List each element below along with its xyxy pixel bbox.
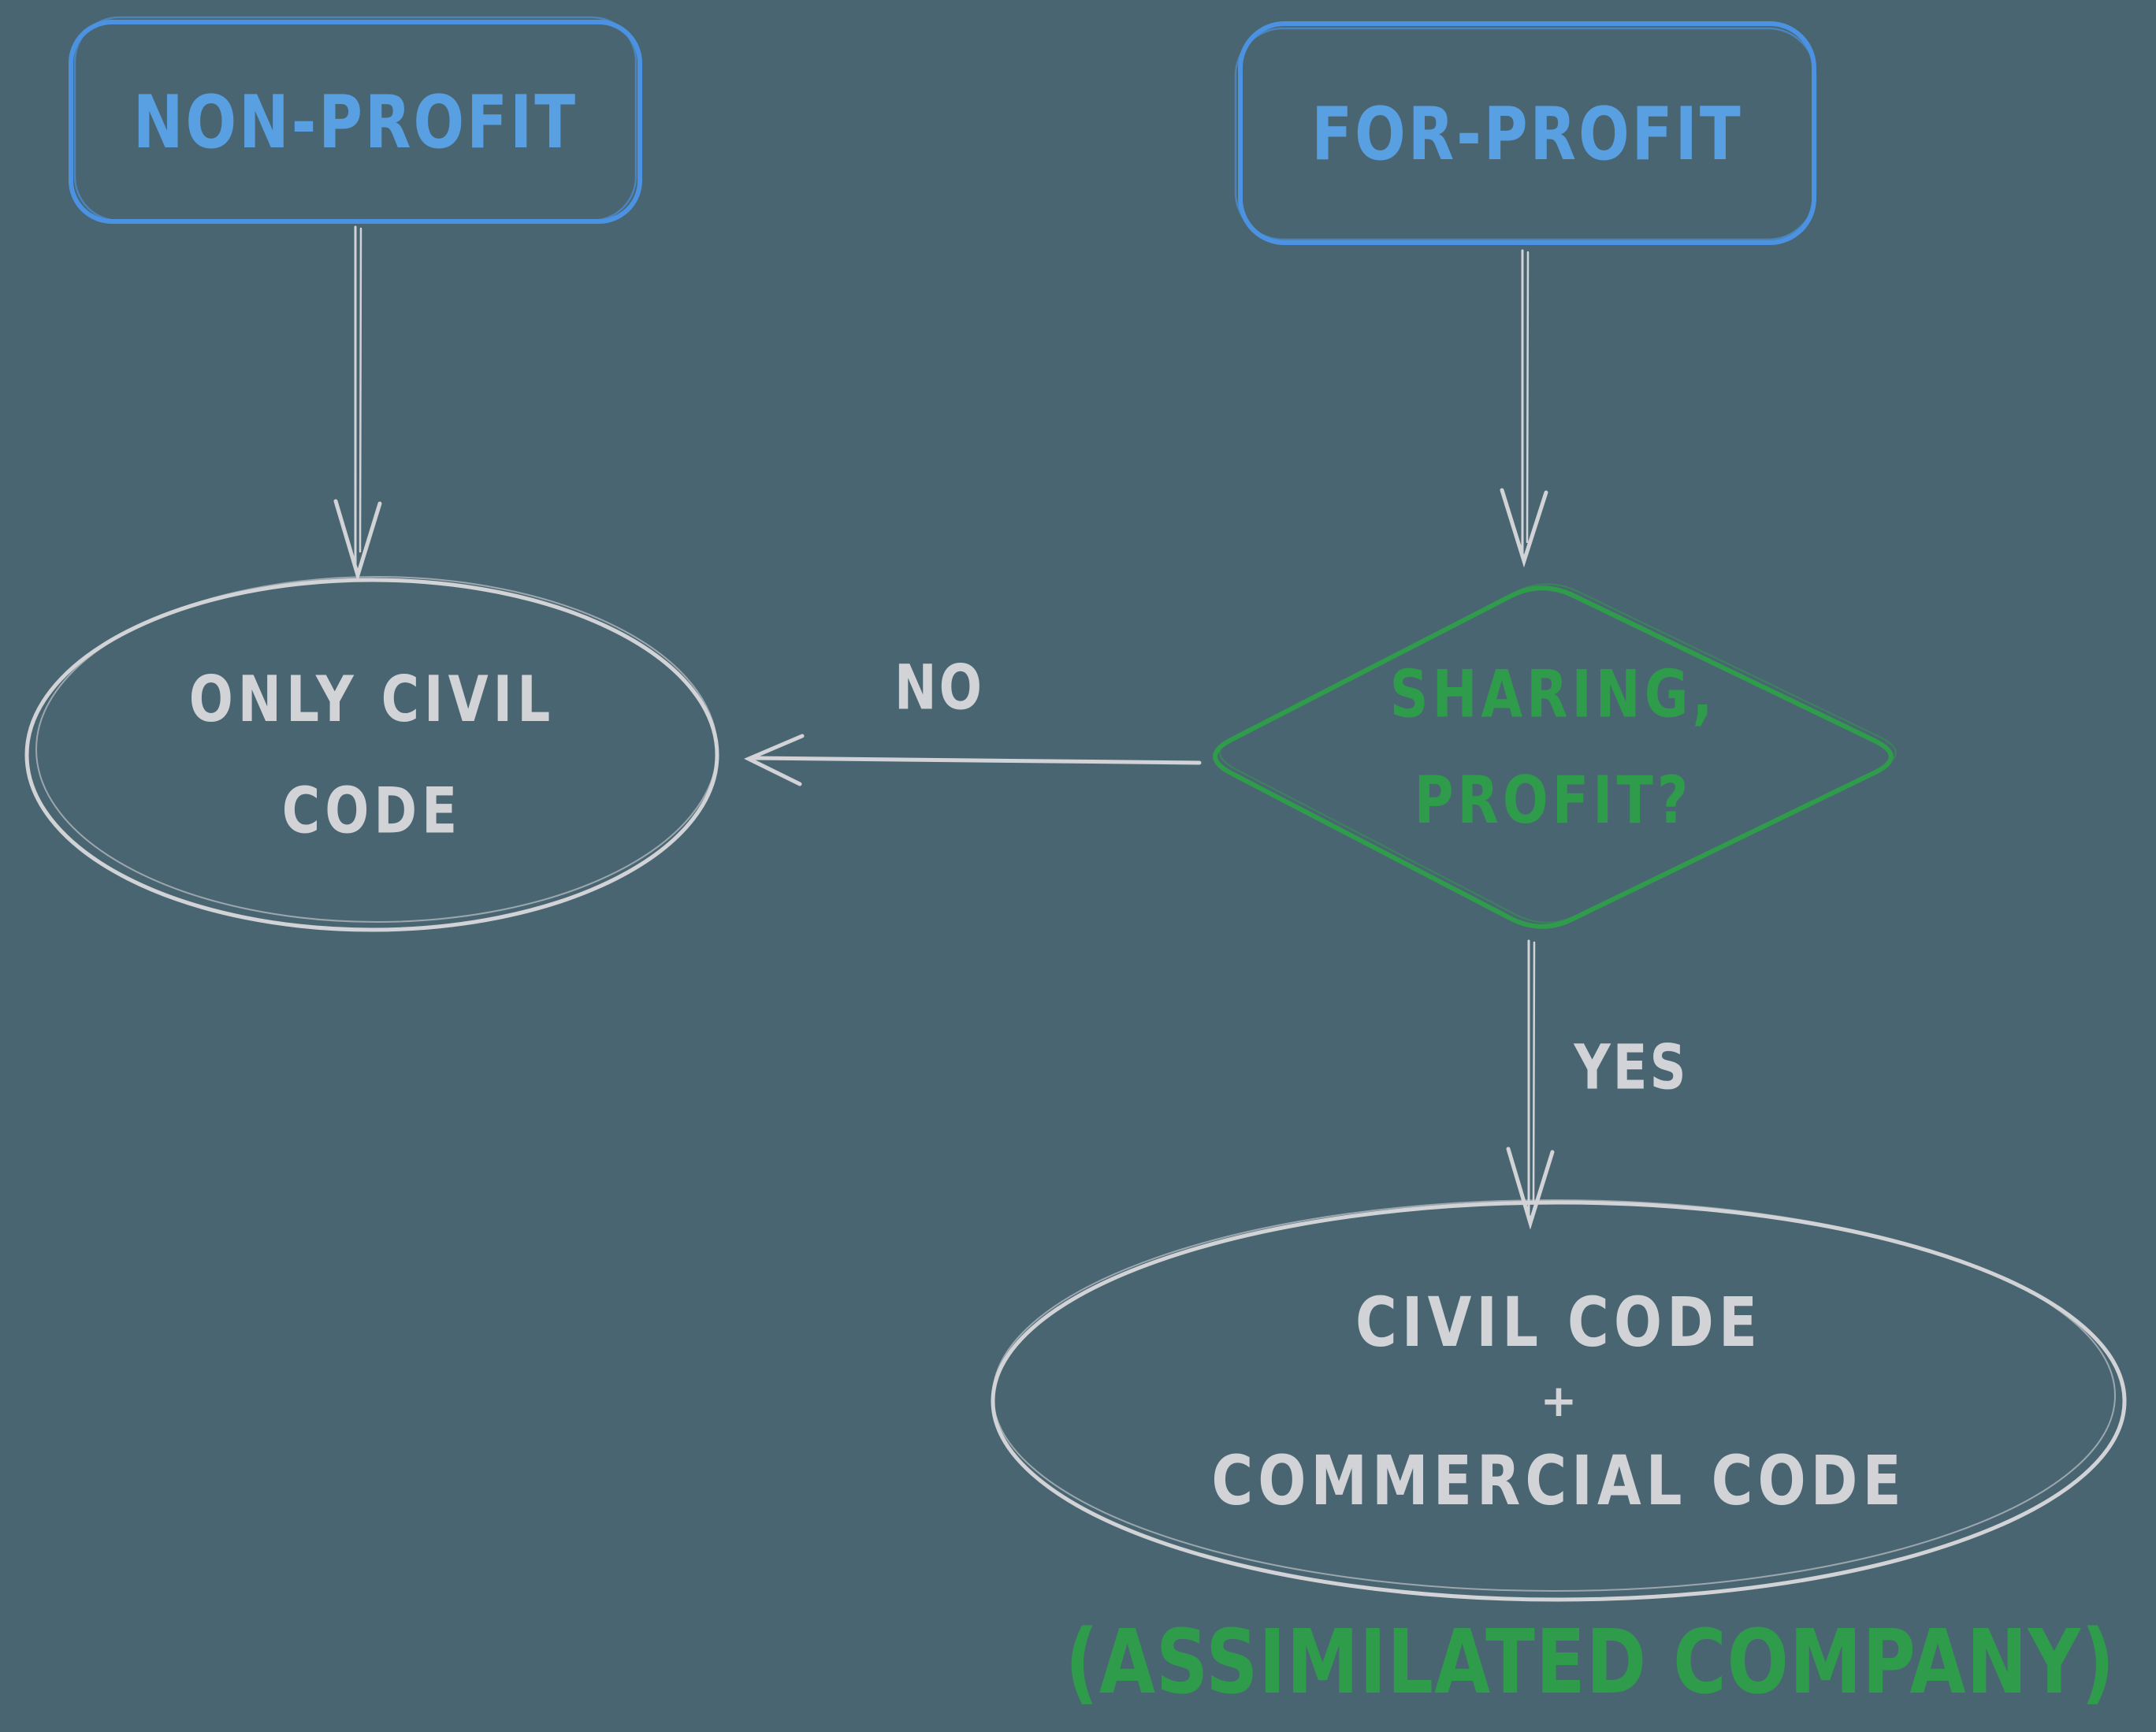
non-profit-box: [69, 16, 642, 224]
arrow-line: [1526, 251, 1530, 544]
only-civil-code-ellipse: [24, 576, 719, 932]
arrow-head: [744, 734, 805, 786]
arrow-for-profit-down: [1500, 249, 1548, 568]
arrow-head: [1500, 488, 1548, 568]
sharing-profit-diamond: [1213, 583, 1897, 929]
civil-commercial-ellipse: [991, 1199, 2127, 1602]
arrow-line: [753, 756, 1202, 765]
arrow-yes-down: [1506, 939, 1555, 1230]
arrow-head: [1506, 1147, 1555, 1230]
arrow-line: [1532, 941, 1536, 1204]
arrow-no-left: [744, 734, 1202, 786]
arrow-line: [359, 227, 362, 553]
for-profit-box: [1234, 21, 1817, 245]
arrow-non-profit-down: [333, 225, 382, 582]
arrow-head: [333, 499, 382, 582]
